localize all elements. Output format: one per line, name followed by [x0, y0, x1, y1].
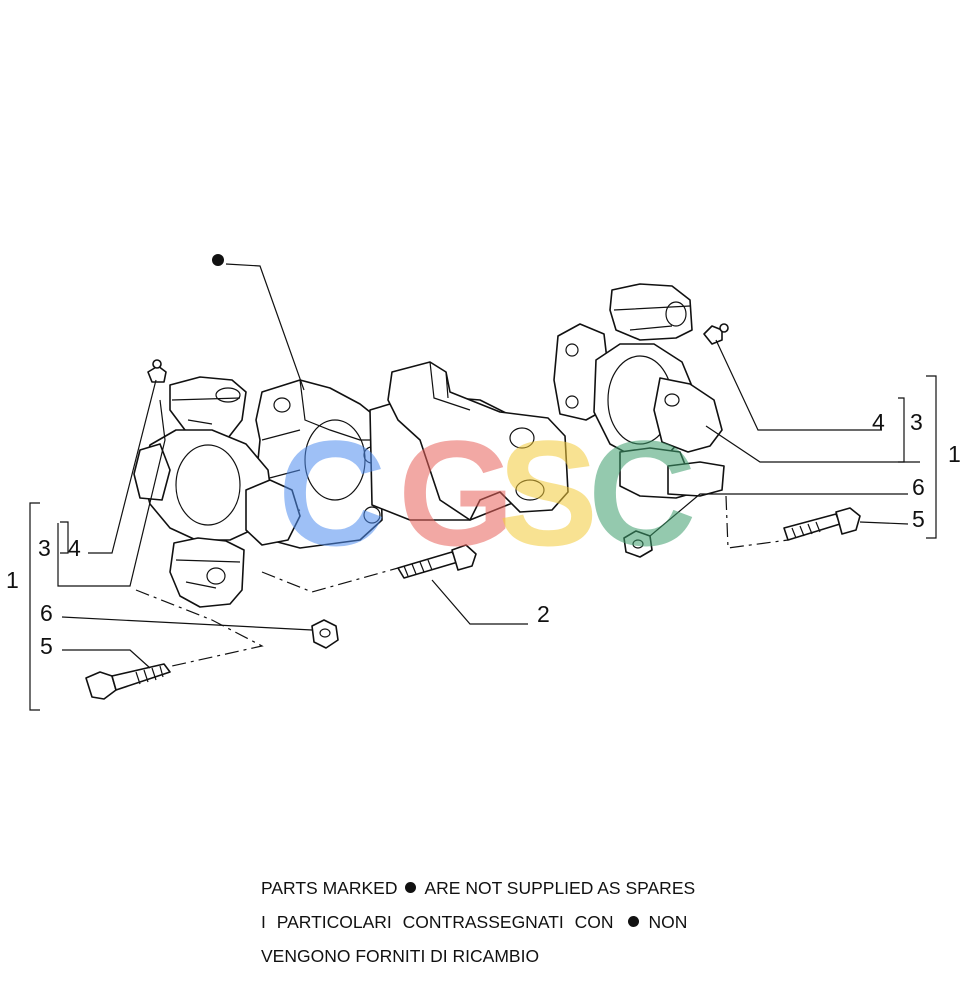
watermark-letter-1: C — [278, 409, 386, 577]
callout-right-bolt: 5 — [912, 506, 925, 532]
legend-english: PARTS MARKED ARE NOT SUPPLIED AS SPARES — [261, 874, 721, 908]
legend-en-before: PARTS MARKED — [261, 878, 398, 898]
legend-notes: PARTS MARKED ARE NOT SUPPLIED AS SPARES I… — [261, 874, 721, 976]
callout-right-nut: 6 — [912, 474, 925, 500]
callout-left-grease-nipple: 4 — [68, 535, 81, 561]
legend-it-line2: VENGONO FORNITI DI RICAMBIO — [261, 946, 540, 966]
callout-right-kit: 3 — [910, 409, 923, 435]
legend-italian-2: VENGONO FORNITI DI RICAMBIO — [261, 942, 721, 976]
watermark-letter-2: G — [398, 409, 515, 577]
left-universal-joint — [85, 359, 339, 700]
assembly-axes — [135, 495, 789, 667]
callout-left-nut: 6 — [40, 600, 53, 626]
watermark-letter-3: S — [498, 409, 598, 577]
legend-it-before: I PARTICOLARI CONTRASSEGNATI CON — [261, 912, 614, 932]
filled-circle-icon — [405, 882, 417, 894]
not-supplied-marker-icon — [212, 254, 224, 266]
callout-right-grease-nipple: 4 — [872, 409, 885, 435]
right-universal-joint — [553, 283, 861, 558]
callout-left-bolt: 5 — [40, 633, 53, 659]
leader-lines — [29, 263, 937, 711]
watermark-letter-4: C — [588, 409, 696, 577]
watermark: C G S C — [278, 409, 696, 577]
callout-right-assembly: 1 — [948, 441, 961, 467]
callout-left-assembly: 1 — [6, 567, 19, 593]
center-bolt — [397, 544, 477, 579]
callout-left-kit: 3 — [38, 535, 51, 561]
legend-italian-1: I PARTICOLARI CONTRASSEGNATI CON NON — [261, 908, 721, 942]
callout-center-bolt: 2 — [537, 601, 550, 627]
legend-it-after: NON — [648, 912, 688, 932]
filled-circle-icon — [627, 916, 639, 928]
callout-labels: 1 3 4 6 5 2 4 3 1 6 5 — [6, 254, 961, 659]
legend-en-after: ARE NOT SUPPLIED AS SPARES — [424, 878, 696, 898]
